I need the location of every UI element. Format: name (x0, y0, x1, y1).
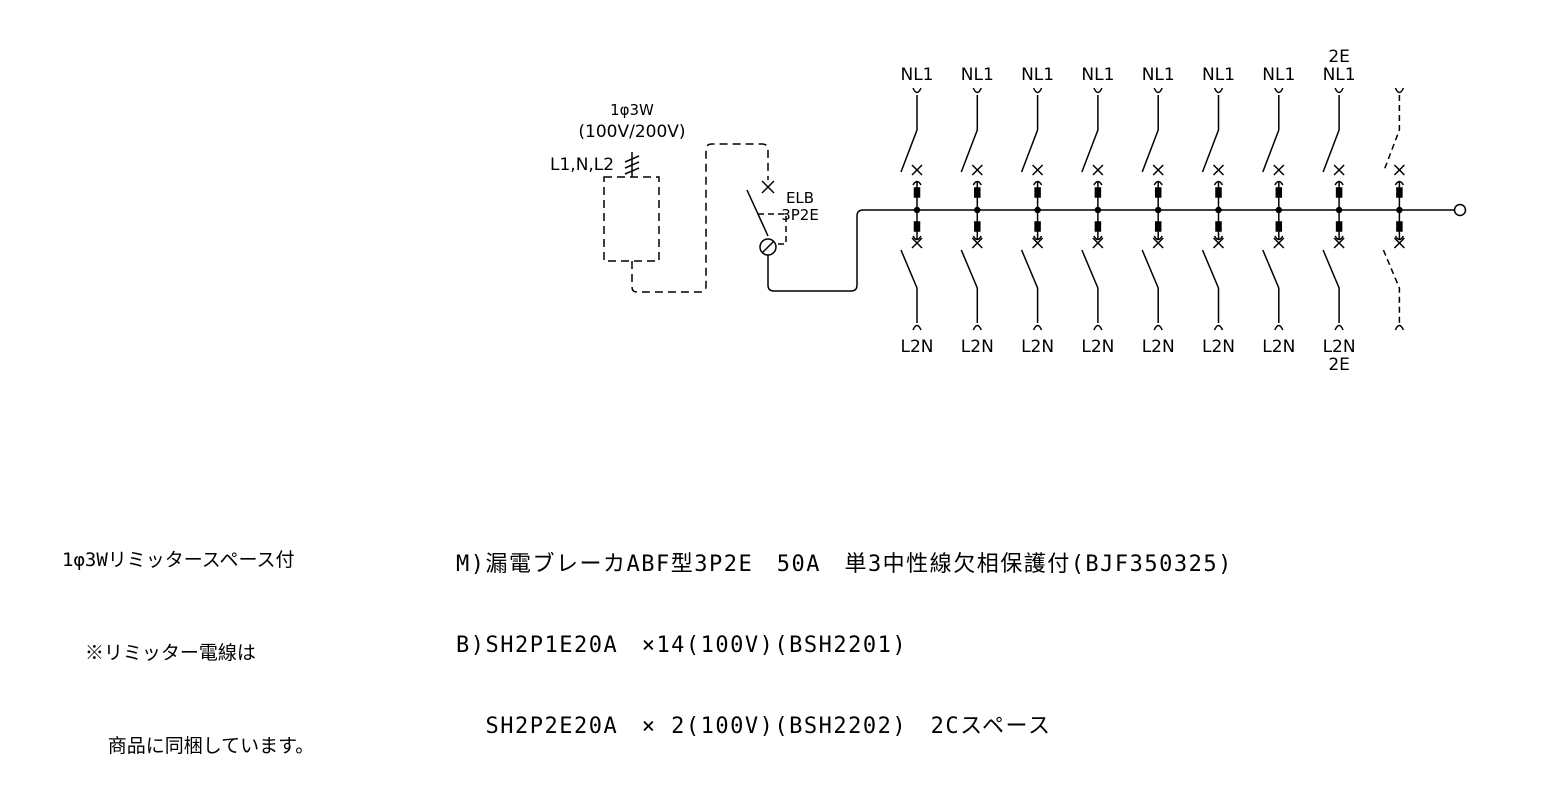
spec-note-line: B)SH2P1E20A ×14(100V)(BSH2201) (456, 633, 908, 658)
branch-breaker (1262, 87, 1285, 331)
branch-top-label: NL1 (1081, 65, 1114, 85)
branch-breaker (1081, 87, 1104, 331)
branch-top-label: NL1 (900, 65, 933, 85)
elb-type-label: 3P2E (781, 206, 819, 224)
branch-breaker (1141, 87, 1164, 331)
bus-end-terminal (1453, 203, 1467, 217)
branch-breaker (1382, 87, 1405, 331)
panel-diagram: 1φ3W (100V/200V) L1,N,L2 ELB 3P2E NL1L2N… (550, 47, 1467, 375)
elb-name-label: ELB (786, 189, 814, 207)
branch-top-label: NL1 (1202, 65, 1235, 85)
branch-bottom-label: L2N (1323, 337, 1356, 357)
branch-breaker (1020, 87, 1044, 331)
limiter-note-line: ※リミッター電線は (62, 642, 256, 664)
three-wire-ticks (624, 152, 640, 177)
branch-bottom-label: L2N (961, 337, 994, 357)
branch-breaker (1201, 87, 1225, 331)
branch-bottom-label: L2N (1081, 337, 1114, 357)
branch-bottom-label: L2N (1142, 337, 1175, 357)
branch-bottom-extra-label: 2E (1328, 355, 1350, 375)
branch-bottom-label: L2N (1262, 337, 1295, 357)
branch-top-extra-label: 2E (1328, 47, 1350, 67)
branch-breaker (900, 87, 923, 331)
branch-top-label: NL1 (1262, 65, 1295, 85)
supply-wires-label: L1,N,L2 (550, 155, 614, 175)
limiter-dashed-wire (631, 143, 769, 293)
branch-breaker (1322, 87, 1345, 331)
supply-phase-label: 1φ3W (610, 101, 654, 119)
spec-note-line: M)漏電ブレーカABF型3P2E 50A 単3中性線欠相保護付(BJF35032… (456, 552, 1233, 577)
branch-top-label: NL1 (961, 65, 994, 85)
spec-notes: M)漏電ブレーカABF型3P2E 50A 単3中性線欠相保護付(BJF35032… (456, 497, 1233, 767)
branch-bottom-label: L2N (1021, 337, 1054, 357)
branch-top-label: NL1 (1142, 65, 1175, 85)
supply-voltage-label: (100V/200V) (578, 122, 685, 142)
branch-top-label: NL1 (1021, 65, 1054, 85)
limiter-notes: 1φ3Wリミッタースペース付 ※リミッター電線は 商品に同梱しています。 (62, 483, 314, 793)
branch-bottom-label: L2N (900, 337, 933, 357)
branch-top-label: NL1 (1323, 65, 1356, 85)
spec-note-line: SH2P2E20A × 2(100V)(BSH2202) 2Cスペース (456, 714, 1052, 739)
elb-breaker-symbol (746, 180, 1460, 292)
branch-breaker (960, 87, 983, 331)
limiter-note-line: 1φ3Wリミッタースペース付 (62, 549, 295, 571)
limiter-note-line: 商品に同梱しています。 (62, 735, 315, 757)
limiter-space-box (603, 176, 660, 262)
branch-bottom-label: L2N (1202, 337, 1235, 357)
